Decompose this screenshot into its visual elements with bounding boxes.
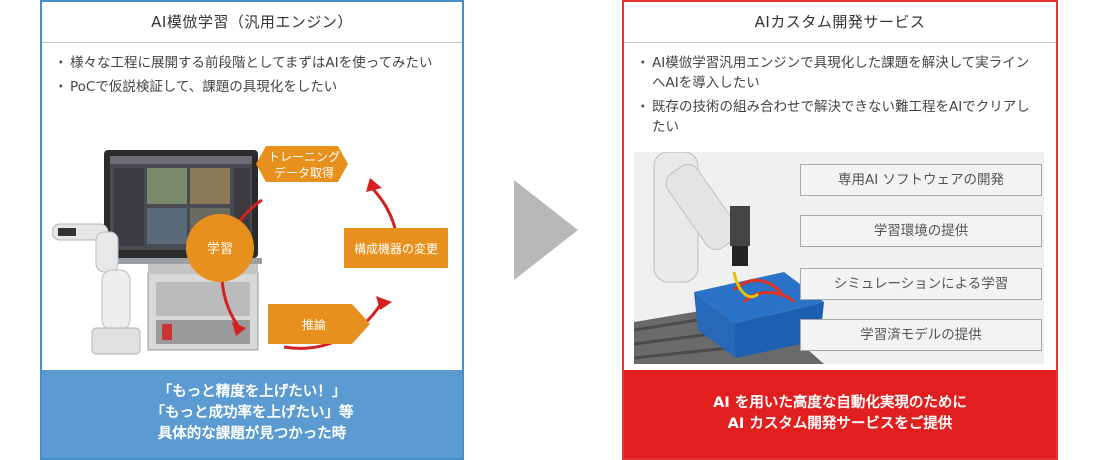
- footer-line: 具体的な課題が見つかった時: [157, 426, 347, 442]
- bullet-item: 既存の技術の組み合わせで解決できない難工程をAIでクリアしたい: [636, 97, 1040, 137]
- bullet-list: 様々な工程に展開する前段階としてまずはAIを使ってみたい PoCで仮説検証して、…: [54, 53, 446, 97]
- inference-box: [268, 304, 370, 344]
- ai-imitation-learning-panel: AI模倣学習（汎用エンジン） 様々な工程に展開する前段階としてまずはAIを使って…: [40, 0, 464, 460]
- right-footer: AI を用いた高度な自動化実現のために AI カスタム開発サービスをご提供: [624, 370, 1056, 458]
- left-footer: 「もっと精度を上げたい！」 「もっと成功率を上げたい」等 具体的な課題が見つかっ…: [42, 370, 462, 458]
- bullet-item: AI模倣学習汎用エンジンで具現化した課題を解決して実ラインへAIを導入したい: [636, 53, 1040, 93]
- robot-arm-image: [52, 223, 141, 355]
- learning-label: 学習: [207, 241, 233, 257]
- service-trained-model-button[interactable]: 学習済モデルの提供: [800, 319, 1042, 351]
- service-software-dev-button[interactable]: 専用AI ソフトウェアの開発: [800, 164, 1042, 196]
- learning-cycle-illustration: 学習 トレーニング データ取得 構成機器の変更 推論: [52, 146, 448, 355]
- picking-robot-image: [653, 152, 750, 283]
- bullet-item: 様々な工程に展開する前段階としてまずはAIを使ってみたい: [54, 53, 446, 73]
- training-label-1: トレーニング: [268, 150, 340, 164]
- footer-line: 「もっと成功率を上げたい」等: [150, 405, 354, 421]
- bullet-list: AI模倣学習汎用エンジンで具現化した課題を解決して実ラインへAIを導入したい 既…: [636, 53, 1040, 137]
- footer-line: 「もっと精度を上げたい！」: [157, 384, 347, 400]
- config-change-box: [344, 228, 448, 268]
- service-learning-env-button[interactable]: 学習環境の提供: [800, 215, 1042, 247]
- inference-label: 推論: [302, 317, 326, 332]
- footer-line: AI カスタム開発サービスをご提供: [727, 416, 953, 432]
- bullet-item: PoCで仮説検証して、課題の具現化をしたい: [54, 77, 446, 97]
- config-change-label: 構成機器の変更: [354, 241, 438, 256]
- panel-title: AIカスタム開発サービス: [624, 2, 1056, 43]
- ai-custom-development-panel: AIカスタム開発サービス AI模倣学習汎用エンジンで具現化した課題を解決して実ラ…: [622, 0, 1058, 460]
- cycle-arrowheads: [232, 178, 392, 336]
- learning-circle: [186, 214, 254, 282]
- service-simulation-button[interactable]: シミュレーションによる学習: [800, 268, 1042, 300]
- transition-arrow-icon: [514, 180, 578, 280]
- training-data-box: [256, 146, 348, 182]
- training-label-2: データ取得: [274, 165, 334, 180]
- blue-bin-image: [694, 271, 824, 358]
- footer-line: AI を用いた高度な自動化実現のために: [713, 395, 967, 411]
- panel-title: AI模倣学習（汎用エンジン）: [42, 2, 462, 43]
